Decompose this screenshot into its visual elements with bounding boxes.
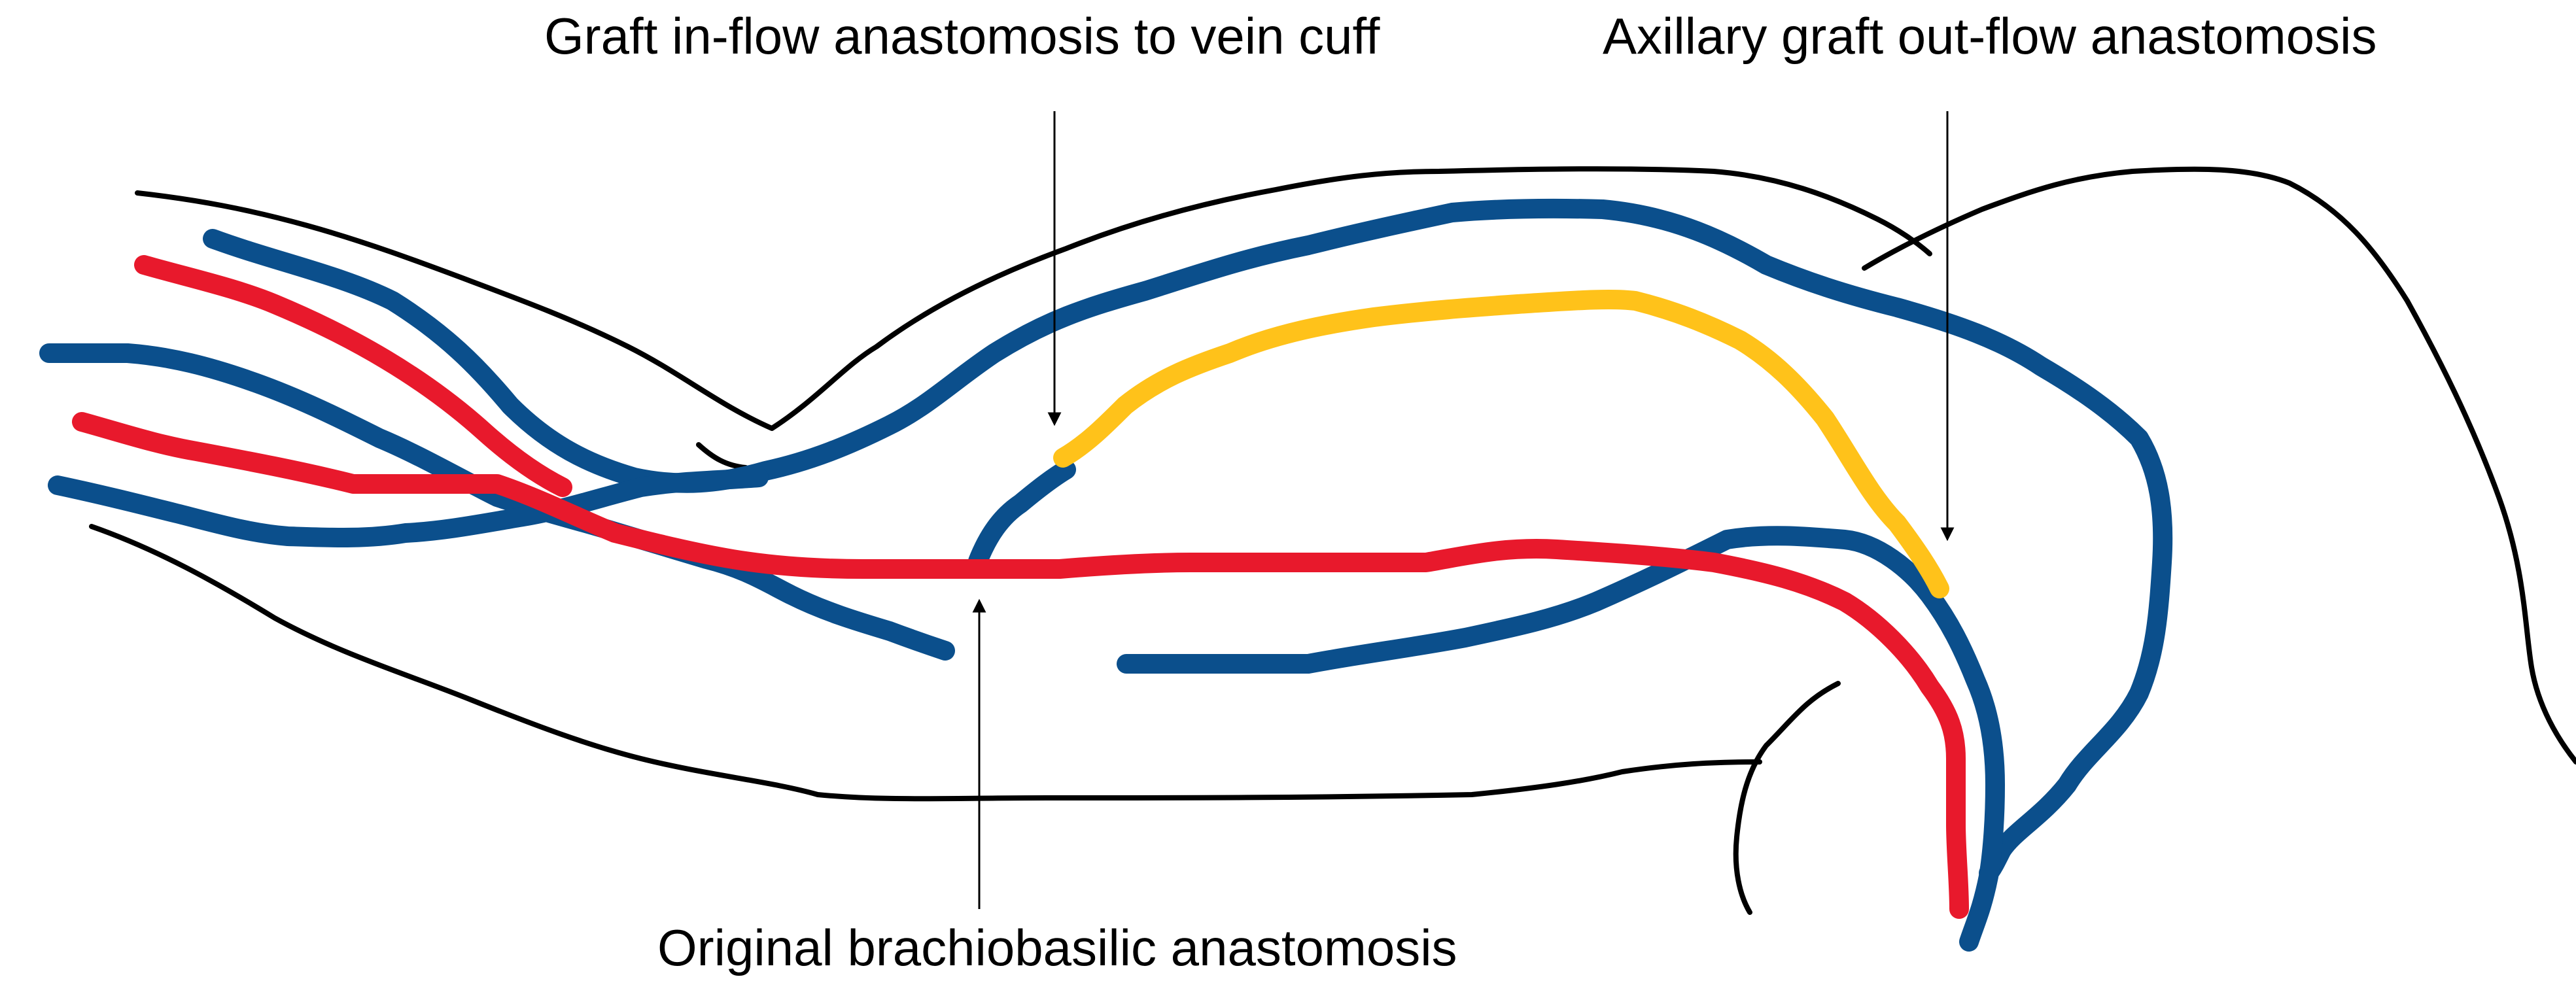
outflow-arrow-head xyxy=(1942,528,1953,539)
arm-outline-forearm-crease xyxy=(699,445,746,468)
inflow-anastomosis-label: Graft in-flow anastomosis to vein cuff xyxy=(544,10,1380,61)
inflow-arrow-head xyxy=(1049,413,1060,424)
artery-vessels xyxy=(82,265,1959,909)
outflow-anastomosis-label: Axillary graft out-flow anastomosis xyxy=(1603,10,2376,61)
vein-cephalic-segment xyxy=(1126,536,1995,942)
original-anastomosis-label: Original brachiobasilic anastomosis xyxy=(657,922,1457,973)
vein-cuff-segment xyxy=(978,470,1066,561)
original-arrow-head xyxy=(974,601,984,611)
arm-outline-axilla xyxy=(1736,683,1838,912)
arm-outline xyxy=(92,169,2576,912)
